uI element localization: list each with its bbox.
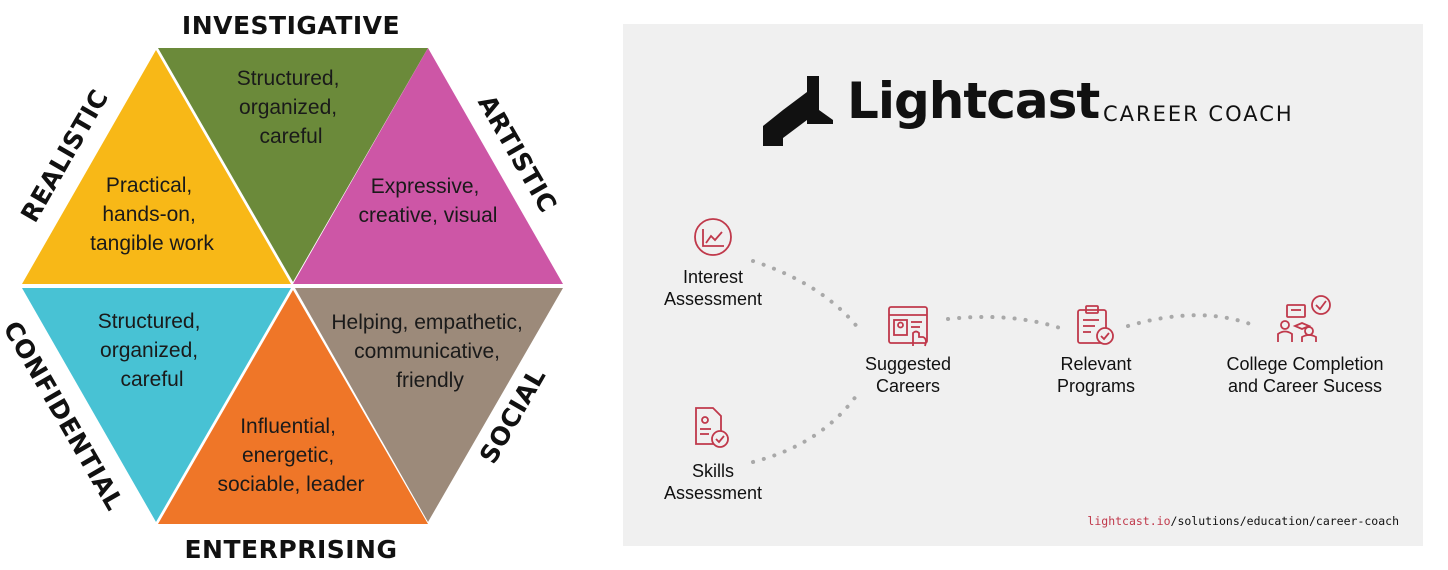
career-coach-url[interactable]: lightcast.io/solutions/education/career-…: [1087, 514, 1399, 528]
triangle-confidential: Structured, organized, careful: [22, 288, 291, 522]
lightcast-logo-icon: [763, 76, 833, 146]
enterprising-description: Influential, energetic, sociable, leader: [217, 415, 364, 496]
connector-programs-success: [1126, 313, 1260, 329]
url-path[interactable]: /solutions/education/career-coach: [1170, 514, 1399, 528]
people-graduation-icon: [1277, 295, 1331, 342]
investigative-title: INVESTIGATIVE: [182, 11, 400, 40]
holland-hexagon: Structured, organized, careful Expressiv…: [0, 11, 563, 564]
confidential-description: Structured, organized, careful: [98, 310, 207, 391]
triangle-artistic: Expressive, creative, visual: [293, 48, 563, 284]
step-college-completion: College Completion and Career Sucess: [1226, 354, 1384, 396]
career-flow-diagram: [694, 218, 1331, 464]
investigative-description: Structured, organized, careful: [237, 67, 346, 148]
product-name: CAREER COACH: [1103, 102, 1294, 126]
realistic-description: Practical, hands-on, tangible work: [90, 174, 214, 255]
step-relevant-programs: Relevant Programs: [1056, 354, 1136, 396]
triangle-enterprising: Influential, energetic, sociable, leader: [158, 290, 428, 524]
social-description: Helping, empathetic, communicative, frie…: [331, 311, 528, 392]
triangle-social: Helping, empathetic, communicative, frie…: [295, 288, 563, 522]
connector-careers-programs: [946, 314, 1065, 331]
connector-skills-careers: [751, 390, 861, 464]
enterprising-title: ENTERPRISING: [184, 535, 397, 564]
triangle-investigative: Structured, organized, careful: [158, 48, 428, 282]
step-interest-assessment: Interest Assessment: [663, 267, 763, 309]
triangle-realistic: Practical, hands-on, tangible work: [22, 50, 291, 284]
clipboard-check-icon: [1077, 305, 1114, 345]
url-domain[interactable]: lightcast.io: [1087, 514, 1171, 528]
career-coach-panel: Lightcast CAREER COACH: [623, 24, 1423, 546]
document-check-icon: [695, 407, 729, 448]
browser-profile-icon: [888, 306, 928, 347]
brand-name: Lightcast: [847, 72, 1100, 130]
step-suggested-careers: Suggested Careers: [864, 354, 952, 396]
artistic-description: Expressive, creative, visual: [359, 175, 498, 227]
line-chart-icon: [694, 218, 732, 256]
step-skills-assessment: Skills Assessment: [663, 461, 763, 503]
connector-interest-careers: [751, 259, 861, 331]
